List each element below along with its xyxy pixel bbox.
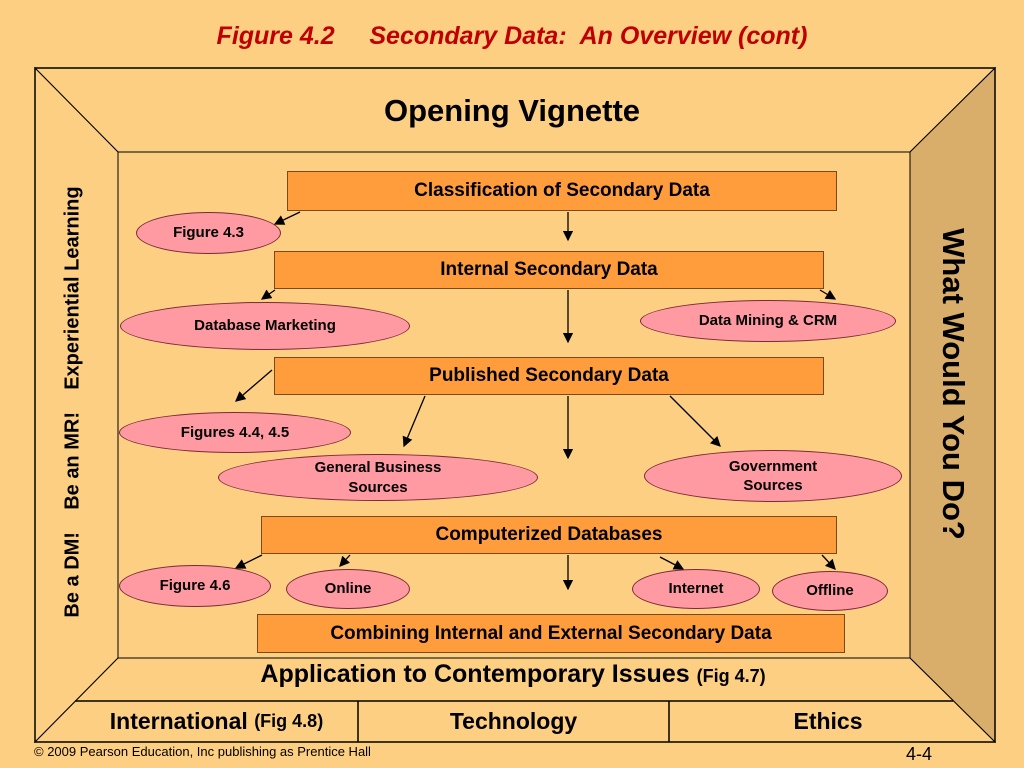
- cell-international: International (Fig 4.8): [75, 702, 358, 740]
- oval-data-mining-crm: Data Mining & CRM: [640, 300, 896, 342]
- box-computerized: Computerized Databases: [261, 516, 837, 554]
- right-side-text: What Would You Do?: [936, 228, 971, 540]
- oval-government-line-2: Sources: [743, 477, 803, 494]
- oval-online: Online: [286, 569, 410, 609]
- slide-title: Figure 4.2 Secondary Data: An Overview (…: [216, 22, 808, 50]
- oval-government-line-1: Government: [728, 457, 818, 475]
- box-published: Published Secondary Data: [274, 357, 824, 395]
- arrow-internal-mining: [819, 289, 837, 300]
- arrow-comp-internet: [659, 556, 685, 570]
- arrow-internal-dbm: [260, 289, 276, 300]
- frame-outer: [34, 67, 996, 743]
- arrow-published-fig44: [235, 369, 273, 402]
- arrow-comp-offline: [821, 554, 836, 570]
- ethics-text: Ethics: [793, 707, 863, 734]
- application-text: Application to Contemporary Issues: [260, 660, 690, 688]
- page-number: 4-4: [906, 744, 933, 764]
- oval-government-sources: Government Sources: [644, 450, 902, 502]
- technology-text: Technology: [449, 707, 578, 734]
- cell-technology: Technology: [358, 702, 669, 740]
- oval-figure-4-6: Figure 4.6: [119, 565, 271, 607]
- international-ref: (Fig 4.8): [254, 710, 324, 731]
- arrow-published-general: [402, 395, 426, 448]
- frame-inner: [117, 151, 911, 659]
- application-ref: (Fig 4.7): [696, 666, 766, 686]
- oval-general-line-2: Sources: [348, 478, 408, 496]
- oval-general-line-1: General Business: [314, 459, 442, 476]
- arrow-published-gov: [669, 395, 721, 447]
- oval-database-marketing: Database Marketing: [120, 302, 410, 350]
- oval-figures-4-4-4-5: Figures 4.4, 4.5: [119, 412, 351, 453]
- international-text: International: [109, 707, 248, 734]
- cell-ethics: Ethics: [669, 702, 987, 740]
- box-internal: Internal Secondary Data: [274, 251, 824, 289]
- left-side-text: Be a DM! Be an MR! Experiential Learning: [61, 186, 84, 618]
- box-classification: Classification of Secondary Data: [287, 171, 837, 211]
- copyright-footer: © 2009 Pearson Education, Inc publishing…: [34, 744, 371, 759]
- arrow-comp-fig46: [234, 554, 263, 569]
- application-label: Application to Contemporary Issues (Fig …: [75, 660, 951, 689]
- arrow-classif-fig43: [273, 211, 301, 225]
- oval-general-business-sources: General Business Sources: [218, 454, 538, 501]
- arrow-comp-online: [339, 554, 351, 567]
- oval-figure-4-3: Figure 4.3: [136, 212, 281, 254]
- oval-internet: Internet: [632, 569, 760, 609]
- oval-offline: Offline: [772, 571, 888, 611]
- box-combining: Combining Internal and External Secondar…: [257, 614, 845, 653]
- opening-vignette-label: Opening Vignette: [383, 93, 641, 128]
